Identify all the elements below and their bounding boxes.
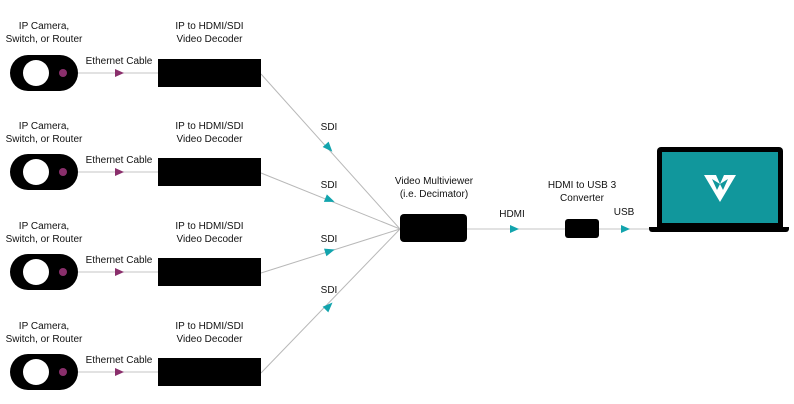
- decoder-label-line: IP to HDMI/SDI: [175, 121, 244, 132]
- ethernet-cable-label: Ethernet Cable: [85, 255, 153, 266]
- source-label: IP Camera, Switch, or Router: [2, 320, 86, 346]
- hdmi-usb-converter: [565, 219, 599, 238]
- sdi-arrow-icon: [323, 194, 335, 202]
- decoder-label-line: Video Decoder: [176, 34, 243, 45]
- multiviewer-label-line: Video Multiviewer: [394, 176, 474, 187]
- decoder-label-line: Video Decoder: [176, 234, 243, 245]
- decoder-label-line: IP to HDMI/SDI: [175, 21, 244, 32]
- decoder-label: IP to HDMI/SDI Video Decoder: [158, 20, 261, 46]
- video-multiviewer: [400, 214, 467, 242]
- hdmi-label: HDMI: [499, 209, 525, 220]
- sdi-label: SDI: [320, 234, 338, 245]
- laptop: [657, 147, 783, 227]
- sdi-label: SDI: [320, 285, 338, 296]
- ip-camera: [10, 254, 78, 290]
- decoder-label-line: IP to HDMI/SDI: [175, 321, 244, 332]
- ethernet-cable-label: Ethernet Cable: [85, 155, 153, 166]
- ip-camera: [10, 154, 78, 190]
- sdi-arrow-icon: [322, 302, 333, 313]
- laptop-screen: [662, 152, 778, 223]
- hdmi-arrow-icon: [510, 225, 519, 233]
- source-label-line: IP Camera,: [18, 321, 70, 332]
- video-decoder: [158, 59, 261, 87]
- usb-label: USB: [613, 207, 635, 218]
- ethernet-arrow-icon: [115, 69, 124, 77]
- sdi-label: SDI: [320, 180, 338, 191]
- source-label: IP Camera, Switch, or Router: [2, 20, 86, 46]
- ethernet-cable-label: Ethernet Cable: [85, 355, 153, 366]
- sdi-line: [260, 228, 401, 374]
- ethernet-arrow-icon: [115, 368, 124, 376]
- source-label-line: IP Camera,: [18, 121, 70, 132]
- converter-label-line: HDMI to USB 3: [547, 180, 617, 191]
- decoder-label-line: Video Decoder: [176, 134, 243, 145]
- sdi-line: [260, 73, 401, 230]
- video-decoder: [158, 158, 261, 186]
- video-decoder: [158, 258, 261, 286]
- decoder-label-line: IP to HDMI/SDI: [175, 221, 244, 232]
- multiviewer-label-line: (i.e. Decimator): [399, 189, 469, 200]
- source-label: IP Camera, Switch, or Router: [2, 220, 86, 246]
- source-label-line: Switch, or Router: [5, 334, 83, 345]
- decoder-label-line: Video Decoder: [176, 334, 243, 345]
- converter-label-line: Converter: [560, 193, 604, 204]
- video-decoder: [158, 358, 261, 386]
- ethernet-arrow-icon: [115, 268, 124, 276]
- source-label: IP Camera, Switch, or Router: [2, 120, 86, 146]
- ip-camera: [10, 55, 78, 91]
- decoder-label: IP to HDMI/SDI Video Decoder: [158, 220, 261, 246]
- usb-arrow-icon: [621, 225, 630, 233]
- laptop-base: [649, 227, 789, 232]
- source-label-line: IP Camera,: [18, 221, 70, 232]
- sdi-arrow-icon: [322, 141, 333, 152]
- converter-label: HDMI to USB 3 Converter: [536, 179, 628, 205]
- ip-camera: [10, 354, 78, 390]
- decoder-label: IP to HDMI/SDI Video Decoder: [158, 120, 261, 146]
- multiviewer-label: Video Multiviewer (i.e. Decimator): [380, 175, 488, 201]
- source-label-line: Switch, or Router: [5, 134, 83, 145]
- vmix-logo-icon: [704, 175, 736, 202]
- source-label-line: Switch, or Router: [5, 234, 83, 245]
- ethernet-arrow-icon: [115, 168, 124, 176]
- ethernet-cable-label: Ethernet Cable: [85, 56, 153, 67]
- source-label-line: IP Camera,: [18, 21, 70, 32]
- source-label-line: Switch, or Router: [5, 34, 83, 45]
- sdi-arrow-icon: [324, 248, 335, 257]
- decoder-label: IP to HDMI/SDI Video Decoder: [158, 320, 261, 346]
- sdi-label: SDI: [320, 122, 338, 133]
